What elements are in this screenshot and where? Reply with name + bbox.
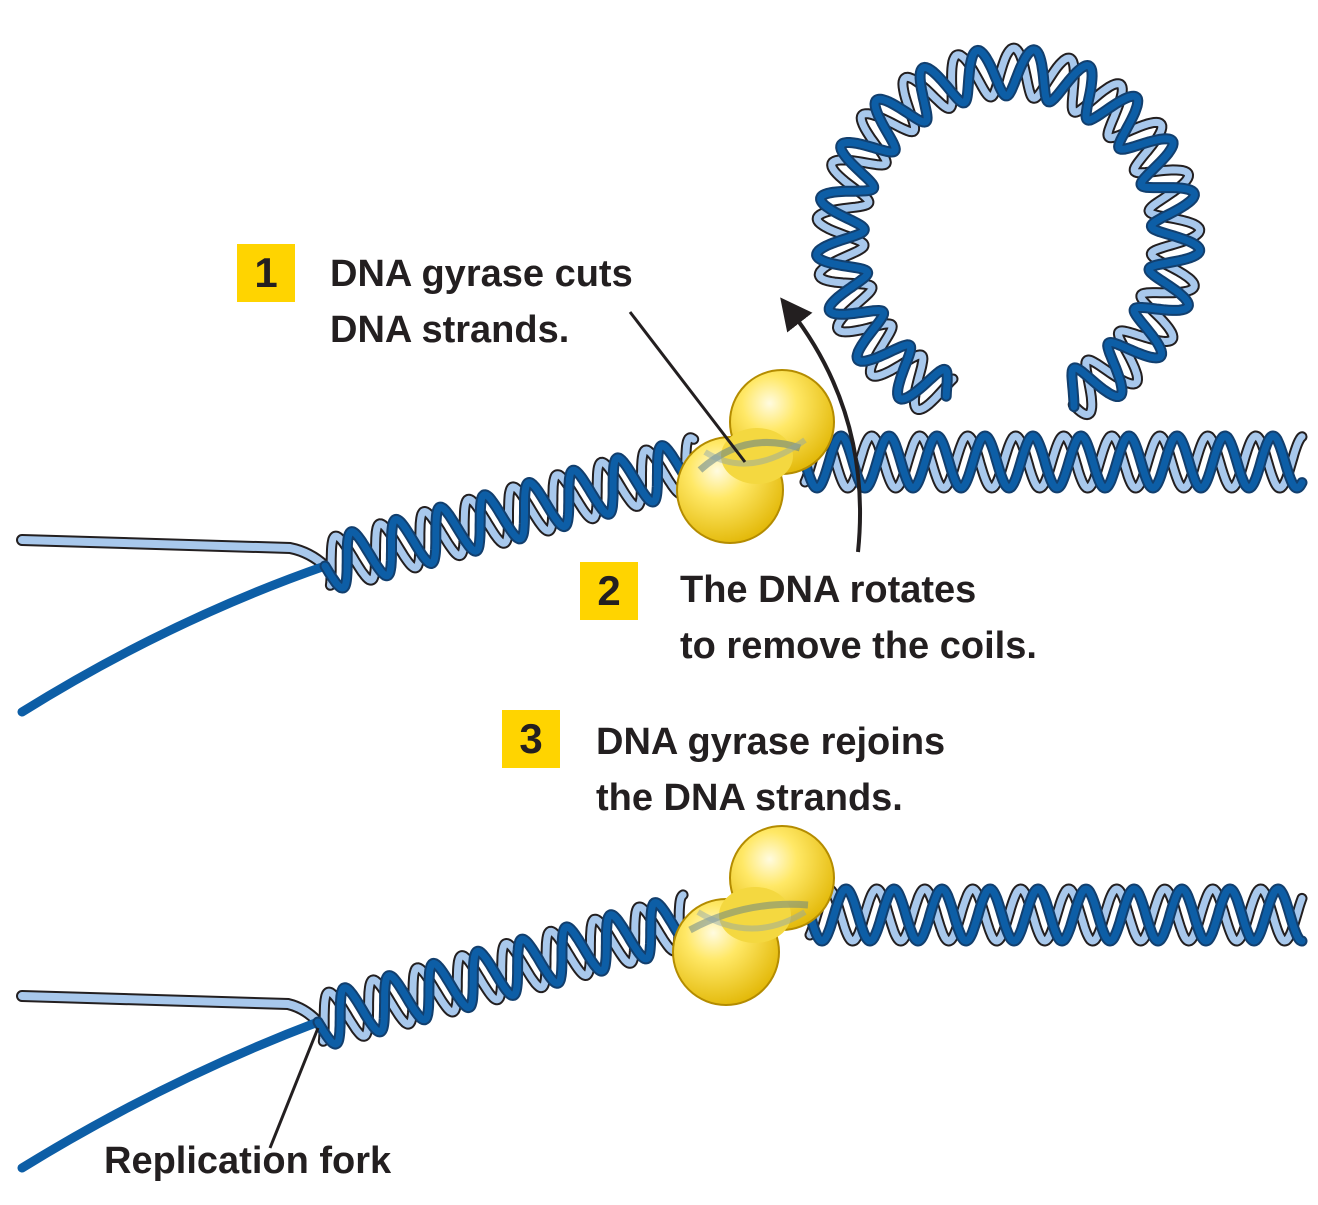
step-1-text: DNA gyrase cuts DNA strands. [330, 246, 633, 358]
step-2-line-2: to remove the coils. [680, 625, 1037, 667]
dna-gyrase-enzyme-top [676, 369, 835, 544]
top-helix-right [799, 430, 1308, 494]
helix-strand-light [319, 891, 687, 1045]
step-2-badge: 2 [580, 562, 638, 620]
step-3-line-2: the DNA strands. [596, 777, 903, 819]
step-3-text: DNA gyrase rejoins the DNA strands. [596, 714, 945, 826]
step-2-line-1: The DNA rotates [680, 569, 977, 611]
bottom-helix-left [312, 889, 700, 1050]
dna-gyrase-enzyme-bottom [672, 825, 835, 1006]
helix-strand-dark [801, 432, 1306, 492]
fork-leader-line [268, 1027, 320, 1149]
helix-strand-dark [321, 442, 706, 592]
helix-strand-dark [813, 46, 1204, 411]
top-helix-left [319, 432, 708, 594]
step-1-leader-line [628, 311, 747, 463]
helix-strand-dark [806, 885, 1306, 945]
bottom-helix-right [804, 883, 1308, 947]
step-3-badge: 3 [502, 710, 560, 768]
step-1-line-2: DNA strands. [330, 309, 570, 351]
step-2-text: The DNA rotates to remove the coils. [680, 562, 1037, 674]
helix-strand-dark [314, 899, 698, 1048]
step-1-badge: 1 [237, 244, 295, 302]
replication-fork-label: Replication fork [104, 1140, 392, 1182]
supercoil-loop [811, 42, 1206, 421]
top-fork-strands [16, 534, 331, 717]
step-1-line-1: DNA gyrase cuts [330, 253, 633, 295]
rotation-arrow [780, 297, 862, 553]
step-3-line-1: DNA gyrase rejoins [596, 721, 946, 763]
